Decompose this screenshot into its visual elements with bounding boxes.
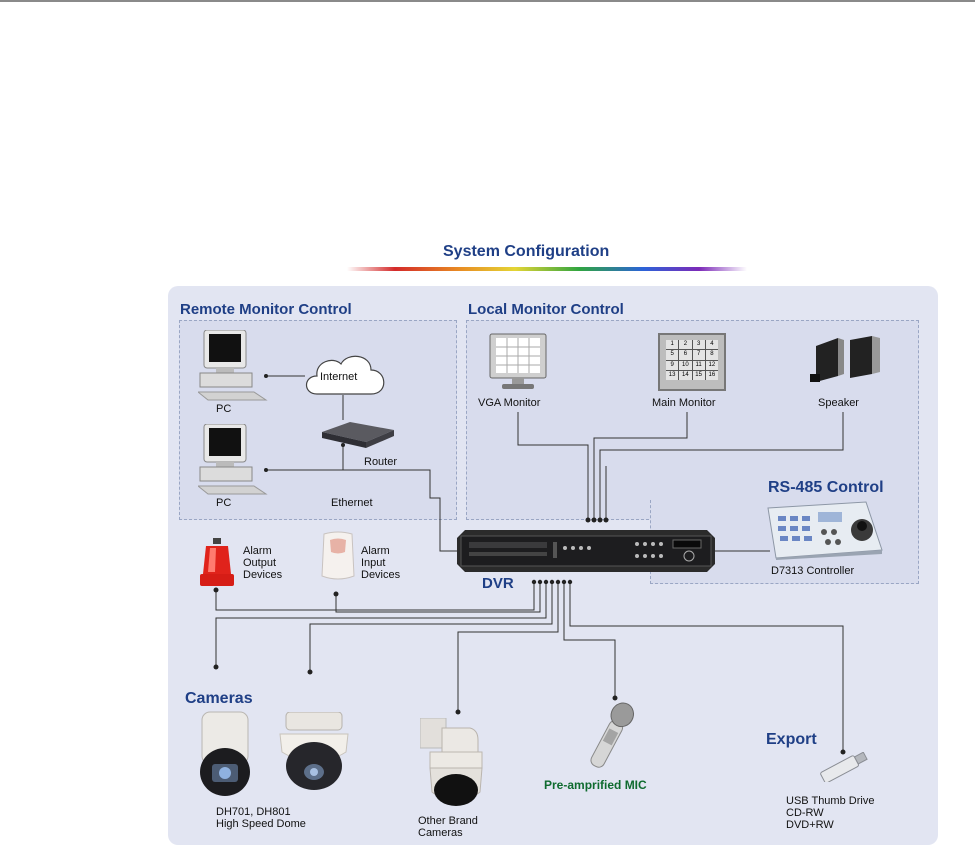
vga-monitor-icon	[489, 333, 547, 389]
title-underline	[347, 267, 747, 271]
monitor-grid: 1 2 3 4 5 6 7 8 9 10 11 12 13 14 15 16	[666, 340, 718, 380]
alarm-light-icon	[200, 538, 234, 586]
grid-cell: 5	[666, 350, 679, 360]
speaker-icon	[810, 336, 880, 382]
alarm-input-line: Input	[361, 557, 386, 569]
grid-cell: 13	[666, 370, 679, 380]
diagram-title: System Configuration	[443, 243, 610, 260]
grid-cell: 14	[679, 370, 692, 380]
grid-cell: 1	[666, 340, 679, 350]
grid-cell: 7	[692, 350, 705, 360]
microphone-icon	[590, 702, 634, 768]
export-media-line: DVD+RW	[786, 819, 834, 831]
grid-cell: 11	[692, 360, 705, 370]
dome-camera-icon	[279, 712, 349, 790]
grid-cell: 4	[705, 340, 718, 350]
ethernet-label: Ethernet	[331, 497, 373, 509]
rs485-heading: RS-485 Control	[768, 479, 884, 496]
alarm-input-line: Alarm	[361, 545, 390, 557]
top-rule	[0, 0, 975, 2]
local-monitor-heading: Local Monitor Control	[468, 301, 624, 318]
other-cameras-line: Cameras	[418, 827, 463, 839]
ptz-camera-icon	[420, 718, 483, 806]
dvr-label: DVR	[482, 575, 514, 592]
grid-cell: 8	[705, 350, 718, 360]
controller-icon	[767, 501, 883, 560]
pc-icon	[198, 330, 268, 401]
alarm-output-line: Devices	[243, 569, 283, 581]
export-heading: Export	[766, 731, 817, 748]
alarm-output-line: Output	[243, 557, 277, 569]
speed-dome-line: DH701, DH801	[216, 806, 291, 818]
speed-dome-label: DH701, DH801 High Speed Dome	[216, 806, 306, 830]
alarm-input-label: Alarm Input Devices	[361, 545, 400, 581]
speed-dome-line: High Speed Dome	[216, 818, 306, 830]
alarm-output-line: Alarm	[243, 545, 272, 557]
other-cameras-label: Other Brand Cameras	[418, 815, 478, 839]
grid-cell: 16	[705, 370, 718, 380]
pc-bottom-label: PC	[216, 497, 232, 509]
grid-cell: 15	[692, 370, 705, 380]
other-cameras-line: Other Brand	[418, 815, 478, 827]
router-icon	[322, 422, 394, 448]
usb-drive-icon	[820, 752, 868, 782]
cameras-heading: Cameras	[185, 690, 253, 707]
pc-top-label: PC	[216, 403, 232, 415]
internet-label: Internet	[320, 371, 358, 383]
alarm-output-label: Alarm Output Devices	[243, 545, 282, 581]
grid-cell: 2	[679, 340, 692, 350]
speaker-label: Speaker	[818, 397, 859, 409]
grid-cell: 12	[705, 360, 718, 370]
cloud-icon	[305, 355, 385, 395]
controller-label: D7313 Controller	[771, 565, 855, 577]
grid-cell: 10	[679, 360, 692, 370]
export-media-line: CD-RW	[786, 807, 824, 819]
mic-label: Pre-amprified MIC	[544, 778, 647, 792]
remote-monitor-heading: Remote Monitor Control	[180, 301, 352, 318]
export-media-line: USB Thumb Drive	[786, 795, 875, 807]
grid-cell: 6	[679, 350, 692, 360]
main-monitor-icon: 1 2 3 4 5 6 7 8 9 10 11 12 13 14 15 16	[658, 333, 726, 391]
pc-icon	[198, 424, 268, 495]
router-label: Router	[364, 456, 398, 468]
dvr-icon	[457, 530, 715, 572]
vga-monitor-label: VGA Monitor	[478, 397, 541, 409]
alarm-input-line: Devices	[361, 569, 401, 581]
export-media-label: USB Thumb Drive CD-RW DVD+RW	[786, 795, 874, 831]
grid-cell: 9	[666, 360, 679, 370]
grid-cell: 3	[692, 340, 705, 350]
pir-sensor-icon	[321, 531, 355, 580]
main-monitor-label: Main Monitor	[652, 397, 716, 409]
dome-camera-icon	[200, 711, 250, 796]
